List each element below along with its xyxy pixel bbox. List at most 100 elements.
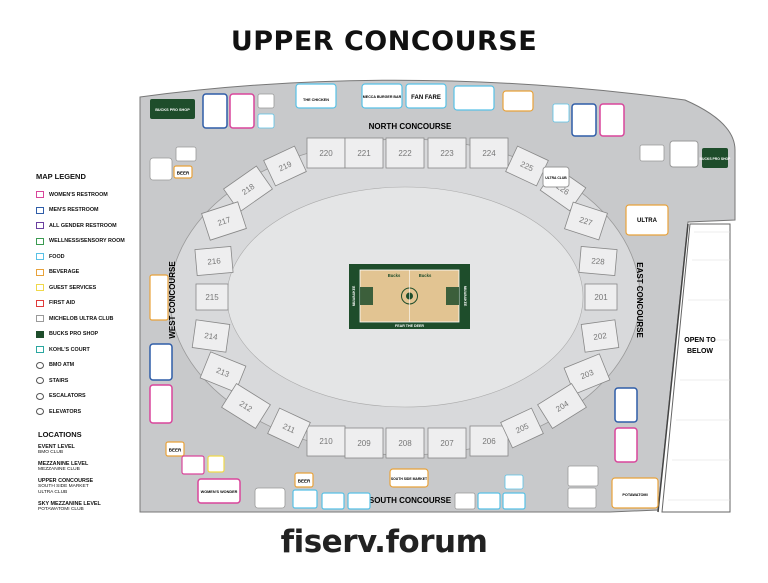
potawatomi-box <box>611 477 659 509</box>
legend-item: BMO ATM <box>36 358 154 374</box>
legend-swatch-icon <box>36 377 44 385</box>
ultra-box <box>625 204 669 236</box>
legend-swatch-icon <box>36 206 44 214</box>
section-block <box>263 145 307 187</box>
beer-south-label: BEER <box>298 479 311 484</box>
seating-section[interactable]: 210 <box>306 425 346 457</box>
seating-section[interactable]: 213 <box>199 351 247 393</box>
seating-section[interactable]: 225 <box>505 145 549 187</box>
open-area-rail <box>657 223 689 513</box>
legend-label: WELLNESS/SENSORY ROOM <box>49 238 125 245</box>
section-number: 209 <box>357 439 371 448</box>
seating-section[interactable]: 206 <box>469 425 509 457</box>
seating-section[interactable]: 223 <box>427 137 467 169</box>
section-number: 221 <box>357 149 371 158</box>
seating-section[interactable]: 212 <box>221 382 271 430</box>
legend-label: ESCALATORS <box>49 393 86 400</box>
section-block <box>191 319 231 353</box>
section-block <box>201 201 247 241</box>
seating-section[interactable]: 217 <box>201 201 247 241</box>
legend-swatch-icon <box>36 346 44 354</box>
legend-label: BMO ATM <box>49 362 75 369</box>
legend-label: ELEVATORS <box>49 408 82 415</box>
section-block <box>195 283 229 311</box>
chicken-label: THE CHICKEN <box>303 98 329 102</box>
section-block <box>267 407 311 449</box>
seating-section[interactable]: 201 <box>584 283 618 311</box>
seating-section[interactable]: 204 <box>537 382 587 430</box>
legend-swatch-icon <box>36 330 44 338</box>
pro-shop-nw-box <box>150 99 195 119</box>
seating-section[interactable]: 216 <box>194 246 234 276</box>
legend-item: WOMEN'S RESTROOM <box>36 187 154 203</box>
court-sideline-left: MILWAUKEE <box>352 285 356 306</box>
pro-shop-ne-box <box>702 148 728 168</box>
seating-section[interactable]: 207 <box>427 427 467 459</box>
mecca-box <box>361 83 403 109</box>
beer-sw-box <box>165 441 185 457</box>
section-block <box>223 165 273 213</box>
womens-restroom-east <box>614 427 638 463</box>
legend-item: ALL GENDER RESTROOM <box>36 218 154 234</box>
section-block <box>427 427 467 459</box>
seating-section[interactable]: 228 <box>578 246 618 276</box>
ultra-label: ULTRA <box>637 218 658 224</box>
seating-section[interactable]: 203 <box>563 353 611 395</box>
legend-item: BUCKS PRO SHOP <box>36 327 154 343</box>
court-logo-text-right: Bucks <box>419 273 432 278</box>
legend-swatch-icon <box>36 408 44 416</box>
seating-section[interactable]: 220 <box>306 137 346 169</box>
section-number: 224 <box>482 149 496 158</box>
section-block <box>469 137 509 169</box>
section-block <box>500 407 544 449</box>
seating-section[interactable]: 227 <box>564 201 608 241</box>
section-block <box>505 145 549 187</box>
south-side-label: SOUTH SIDE MARKET <box>391 477 428 481</box>
legend-title: MAP LEGEND <box>36 172 86 181</box>
location-club: MEZZANINE CLUB <box>38 467 80 472</box>
section-number: 216 <box>207 256 222 266</box>
section-number: 217 <box>216 215 232 228</box>
seating-section[interactable]: 209 <box>344 427 384 459</box>
section-number: 202 <box>593 331 608 342</box>
section-block <box>578 246 618 276</box>
court-logo-text-left: Bucks <box>388 273 401 278</box>
section-block <box>385 137 425 169</box>
legend-swatch-icon <box>36 315 44 323</box>
seating-section[interactable]: 221 <box>344 137 384 169</box>
court-sideline-right: MILWAUKEE <box>463 286 467 307</box>
south-side-box <box>389 468 429 488</box>
seating-section[interactable]: 208 <box>385 427 425 459</box>
section-block <box>584 283 618 311</box>
mens-restroom-ne <box>571 103 597 137</box>
section-block <box>194 246 234 276</box>
seating-section[interactable]: 202 <box>580 319 620 353</box>
seating-section[interactable]: 224 <box>469 137 509 169</box>
seating-section[interactable]: 218 <box>223 165 273 213</box>
seating-section[interactable]: 211 <box>267 407 311 449</box>
womens-wonder-box <box>197 478 241 504</box>
seating-section[interactable]: 214 <box>191 319 231 353</box>
open-to-below-label-1: OPEN TO <box>684 337 716 344</box>
seating-section[interactable]: 219 <box>263 145 307 187</box>
legend-item: STAIRS <box>36 373 154 389</box>
legend-swatch-icon <box>36 299 44 307</box>
seating-section[interactable]: 215 <box>195 283 229 311</box>
seating-section[interactable]: 205 <box>500 407 544 449</box>
seating-section[interactable]: 222 <box>385 137 425 169</box>
section-block <box>563 353 611 395</box>
section-number: 222 <box>398 149 412 158</box>
basketball-court: Bucks Bucks FEAR THE DEER MILWAUKEE MILW… <box>349 264 470 329</box>
legend-item: ESCALATORS <box>36 389 154 405</box>
beer-south-box <box>294 472 314 488</box>
ultra-club-box <box>542 166 570 188</box>
womens-restroom-ne <box>599 103 625 137</box>
open-to-below-area <box>661 223 731 513</box>
legend-swatch-icon <box>36 268 44 276</box>
mecca-label: MECCA BURGER BAR <box>363 95 402 99</box>
